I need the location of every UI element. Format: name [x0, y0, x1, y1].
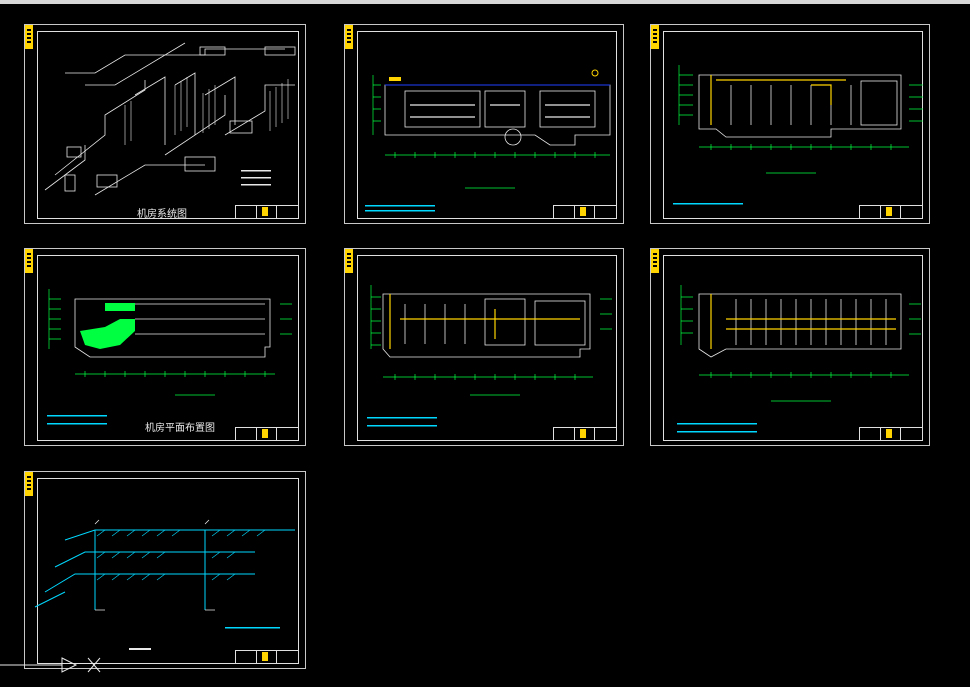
sheet-inner-frame: [37, 31, 299, 219]
drawing-sheet-floor-plan-d[interactable]: [650, 248, 930, 446]
sheet-inner-frame: [357, 255, 617, 441]
sheet-side-strip: [345, 25, 353, 49]
layout-plan-linework: [47, 289, 292, 425]
sheet-side-strip: [345, 249, 353, 273]
drawing-sheet-floor-plan-b[interactable]: [650, 24, 930, 224]
title-block: [553, 205, 617, 219]
sheet-inner-frame: [37, 478, 299, 664]
sheet-inner-frame: [663, 31, 923, 219]
sheet-title: 机房平面布置图: [145, 423, 215, 434]
title-block: [859, 427, 923, 441]
system-drawing-linework: [44, 42, 296, 196]
window-top-edge: [0, 0, 970, 4]
drawing-sheet-machine-room-system[interactable]: 机房系统图: [24, 24, 306, 224]
sheet-side-strip: [25, 472, 33, 496]
sheet-inner-frame: [357, 31, 617, 219]
sheet-side-strip: [25, 249, 33, 273]
isometric-linework: [34, 519, 295, 650]
title-block: [553, 427, 617, 441]
ucs-axis-marker: [0, 657, 101, 673]
drawing-sheet-machine-room-layout[interactable]: 机房平面布置图: [24, 248, 306, 446]
floor-plan-linework: [673, 65, 923, 205]
title-block: [859, 205, 923, 219]
drawing-sheet-floor-plan-a[interactable]: [344, 24, 624, 224]
sheet-inner-frame: [663, 255, 923, 441]
floor-plan-linework: [677, 285, 921, 433]
sheet-side-strip: [25, 25, 33, 49]
floor-plan-linework: [365, 69, 611, 212]
title-block: [235, 650, 299, 664]
drawing-sheet-floor-plan-c[interactable]: [344, 248, 624, 446]
title-block: [235, 427, 299, 441]
sheet-side-strip: [651, 25, 659, 49]
floor-plan-linework: [367, 285, 612, 427]
sheet-side-strip: [651, 249, 659, 273]
drawing-sheet-isometric-system[interactable]: [24, 471, 306, 669]
title-block: [235, 205, 299, 219]
sheet-inner-frame: [37, 255, 299, 441]
sheet-title: 机房系统图: [137, 209, 187, 220]
